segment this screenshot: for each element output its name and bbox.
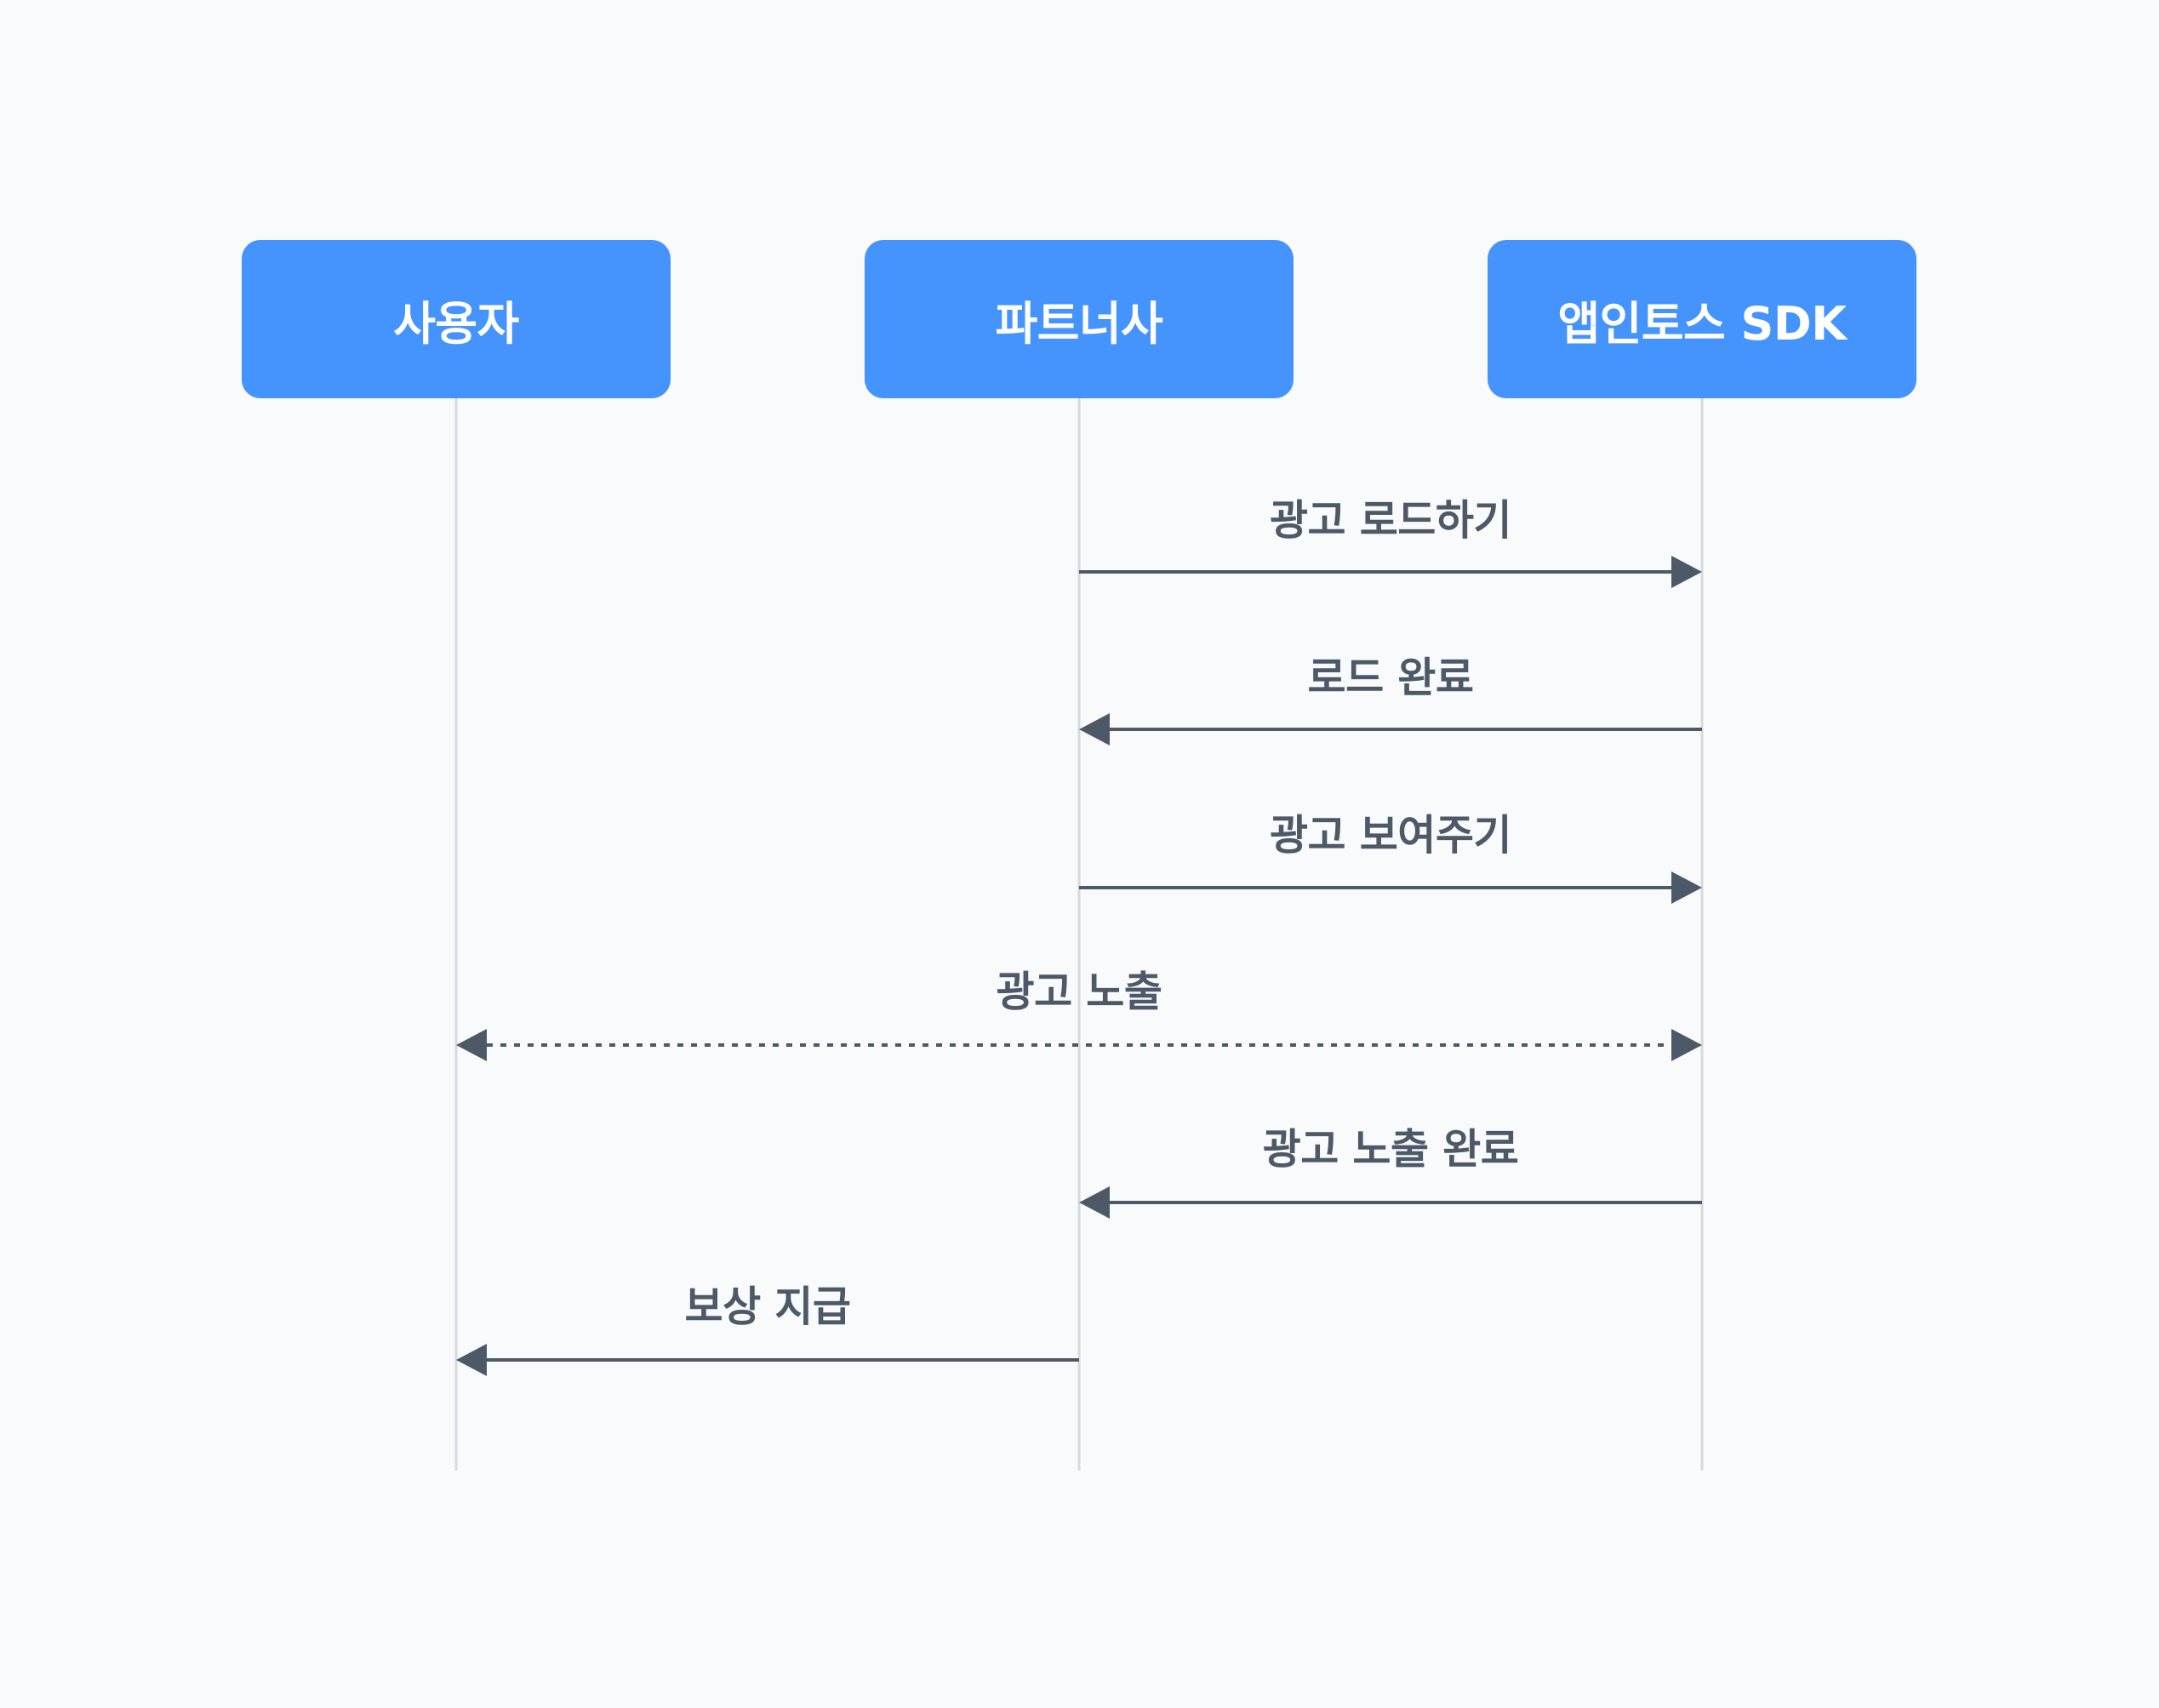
message-label-ad-exposure-complete: 광고 노출 완료 — [1262, 1124, 1519, 1174]
arrowhead-5 — [1079, 1186, 1110, 1219]
actor-partner-box: 파트너사 — [865, 240, 1294, 398]
arrowhead-2 — [1079, 713, 1110, 745]
message-label-ad-exposure: 광고 노출 — [996, 967, 1162, 1016]
arrowhead-4 — [1671, 1029, 1702, 1061]
arrowhead-1 — [1671, 556, 1702, 588]
message-label-load-complete: 로드 완료 — [1307, 653, 1474, 702]
message-label-load-ad: 광고 로드하기 — [1269, 495, 1512, 545]
arrowhead-4-start — [456, 1029, 487, 1061]
arrowhead-6 — [456, 1344, 487, 1376]
actor-sdk-box: 앱인토스 SDK — [1488, 240, 1916, 398]
actor-partner-label: 파트너사 — [995, 296, 1163, 351]
actor-user-box: 사용자 — [242, 240, 671, 398]
message-label-show-ad: 광고 보여주기 — [1269, 810, 1512, 860]
actor-user-label: 사용자 — [393, 296, 519, 351]
arrowhead-3 — [1671, 871, 1702, 904]
message-label-reward: 보상 지급 — [684, 1282, 851, 1331]
actor-sdk-label: 앱인토스 SDK — [1557, 296, 1847, 351]
